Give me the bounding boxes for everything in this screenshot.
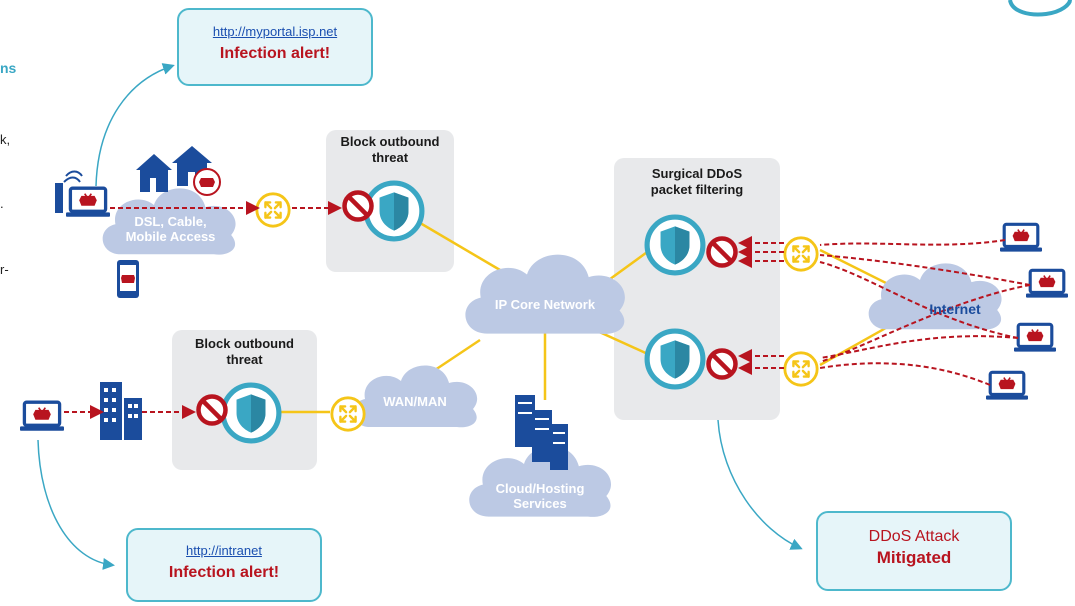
cropped-text-fragment: r- <box>0 262 9 277</box>
infected-laptop-icon <box>20 400 64 433</box>
portal-alert-box: http://myportal.isp.net Infection alert! <box>177 8 373 86</box>
intranet-alert-box: http://intranet Infection alert! <box>126 528 322 602</box>
block-icon <box>199 397 226 424</box>
cropped-heading-fragment: ns <box>0 60 17 76</box>
ddos-mitigated-box: DDoS Attack Mitigated <box>816 511 1012 591</box>
server-stack-icon <box>515 395 568 470</box>
router-icon <box>783 351 819 387</box>
firewall-shield-icon <box>223 385 279 441</box>
firewall-shield-icon <box>647 217 703 273</box>
block-icon <box>709 351 736 378</box>
threat-flows <box>64 201 1031 419</box>
infected-laptop-icon <box>66 186 110 219</box>
mitigated-text: Mitigated <box>876 548 952 567</box>
cropped-text-fragment: . <box>0 196 4 211</box>
ip-core-cloud <box>465 254 625 335</box>
access-cloud-label: DSL, Cable, Mobile Access <box>125 214 216 244</box>
ddos-filter-title: Surgical DDoS packet filtering <box>650 166 744 197</box>
block-icon <box>345 193 372 220</box>
wifi-icon <box>55 170 83 213</box>
firewall-shield-icon <box>366 183 422 239</box>
block-outbound-title-bottom: Block outbound threat <box>195 336 294 367</box>
ddos-attack-text: DDoS Attack <box>868 528 960 545</box>
internet-label: Internet <box>929 301 981 317</box>
intranet-alert-text: Infection alert! <box>168 564 280 581</box>
firewall-shield-icon <box>647 331 703 387</box>
infected-phone-icon <box>117 260 139 298</box>
router-icon <box>783 236 819 272</box>
block-outbound-title-top: Block outbound threat <box>340 134 440 165</box>
intranet-url-link[interactable]: http://intranet <box>186 543 262 558</box>
block-icon <box>709 239 736 266</box>
router-icon <box>255 192 291 228</box>
portal-alert-text: Infection alert! <box>219 45 331 62</box>
portal-url-link[interactable]: http://myportal.isp.net <box>212 24 338 39</box>
callout-arrows <box>37 63 803 570</box>
wan-label: WAN/MAN <box>383 394 447 409</box>
botnet-laptop-icon <box>1026 268 1068 300</box>
house-icon <box>136 154 172 192</box>
ip-core-label: IP Core Network <box>494 297 596 312</box>
botnet-laptop-icon <box>986 370 1028 402</box>
cropped-text-fragment: k, <box>0 132 11 147</box>
corner-ring-icon <box>1008 0 1072 17</box>
botnet-laptop-icon <box>1000 222 1042 254</box>
hosting-label: Cloud/Hosting Services <box>495 481 585 511</box>
office-building-icon <box>100 382 142 440</box>
botnet-laptop-icon <box>1014 322 1056 354</box>
